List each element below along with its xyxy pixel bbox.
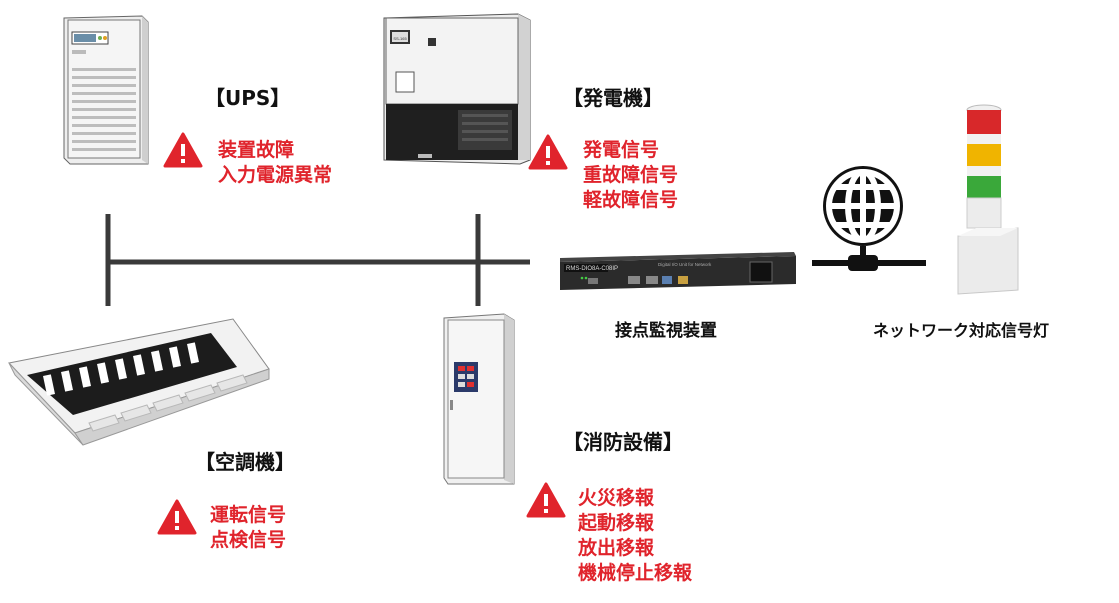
- ups-warning-icon: [163, 132, 203, 168]
- generator-panel-text: SS-165: [393, 36, 407, 41]
- ups-title: 【UPS】: [205, 86, 291, 110]
- contact-monitor-device: RMS-DIO8A-C08IP Digital I/O Unit for Net…: [558, 248, 798, 298]
- generator-warning-icon: [528, 134, 568, 170]
- generator-title: 【発電機】: [563, 86, 663, 110]
- aircon-title: 【空調機】: [195, 450, 295, 474]
- alarm-text: 運転信号: [210, 504, 287, 526]
- signal-light-label: ネットワーク対応信号灯: [873, 321, 1050, 340]
- signal-tower-light: [950, 98, 1025, 298]
- alarm-text: 起動移報: [578, 512, 655, 534]
- fire-alarms: 火災移報 起動移報 放出移報 機械停止移報: [578, 486, 692, 586]
- ups-alarms: 装置故障 入力電源異常: [218, 138, 332, 188]
- alarm-text: 火災移報: [578, 487, 655, 509]
- aircon-warning-icon: [157, 499, 197, 535]
- globe-icon: [812, 166, 926, 271]
- generator-unit: SS-165: [378, 10, 538, 165]
- alarm-text: 点検信号: [210, 529, 287, 551]
- alarm-text: 装置故障: [218, 139, 295, 161]
- fire-title: 【消防設備】: [563, 430, 683, 454]
- generator-alarms: 発電信号 重故障信号 軽故障信号: [583, 138, 678, 213]
- ups-unit: [60, 12, 150, 167]
- alarm-text: 入力電源異常: [218, 164, 333, 186]
- device-subtitle-text: Digital I/O Unit for Network: [658, 262, 712, 267]
- fire-protection-cabinet: [440, 312, 518, 487]
- alarm-text: 重故障信号: [583, 164, 679, 186]
- alarm-text: 軽故障信号: [583, 189, 679, 211]
- contact-monitor-label: 接点監視装置: [615, 321, 717, 341]
- air-conditioner-unit: [5, 315, 275, 450]
- device-model-text: RMS-DIO8A-C08IP: [566, 266, 618, 272]
- aircon-alarms: 運転信号 点検信号: [210, 503, 286, 553]
- fire-warning-icon: [526, 482, 566, 518]
- alarm-text: 機械停止移報: [578, 562, 693, 584]
- alarm-text: 発電信号: [583, 139, 660, 161]
- alarm-text: 放出移報: [578, 537, 655, 559]
